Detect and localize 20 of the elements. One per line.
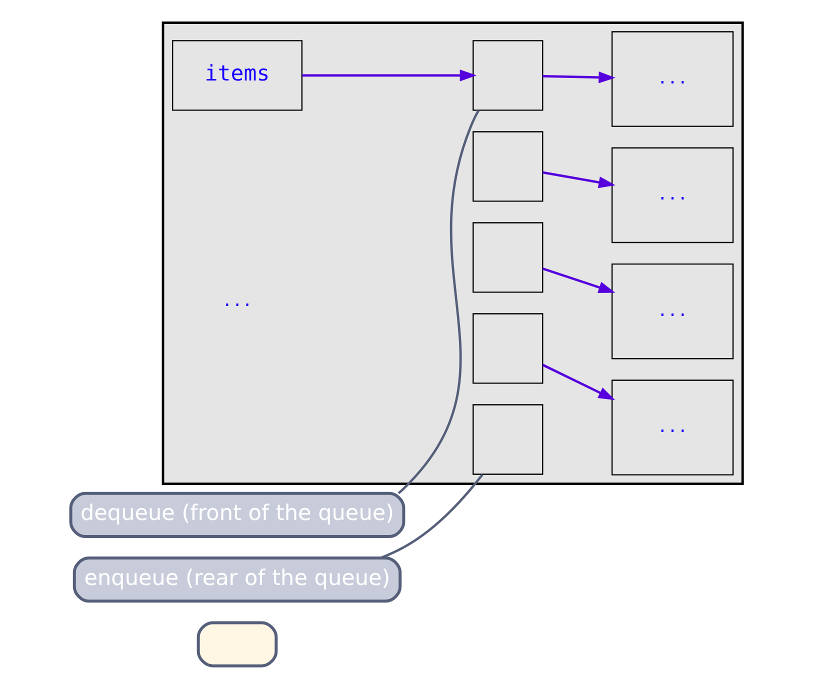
node-box: ... [612, 380, 734, 476]
node-box: ... [612, 147, 734, 244]
node-box [472, 131, 544, 202]
node-box [472, 222, 544, 293]
node-box [472, 313, 544, 384]
cluster [162, 22, 744, 485]
node-box: items [172, 40, 303, 111]
connector [398, 110, 480, 494]
arrow [302, 70, 477, 82]
label: ... [222, 290, 252, 310]
node-box [472, 404, 544, 475]
connector [380, 474, 484, 560]
node-box: ... [612, 263, 734, 360]
node-box [472, 40, 544, 111]
node-box: ... [612, 31, 734, 127]
node-box [196, 621, 278, 668]
arrow [542, 364, 616, 400]
arrow [542, 268, 616, 294]
arrow [542, 171, 616, 188]
arrow [542, 72, 616, 84]
